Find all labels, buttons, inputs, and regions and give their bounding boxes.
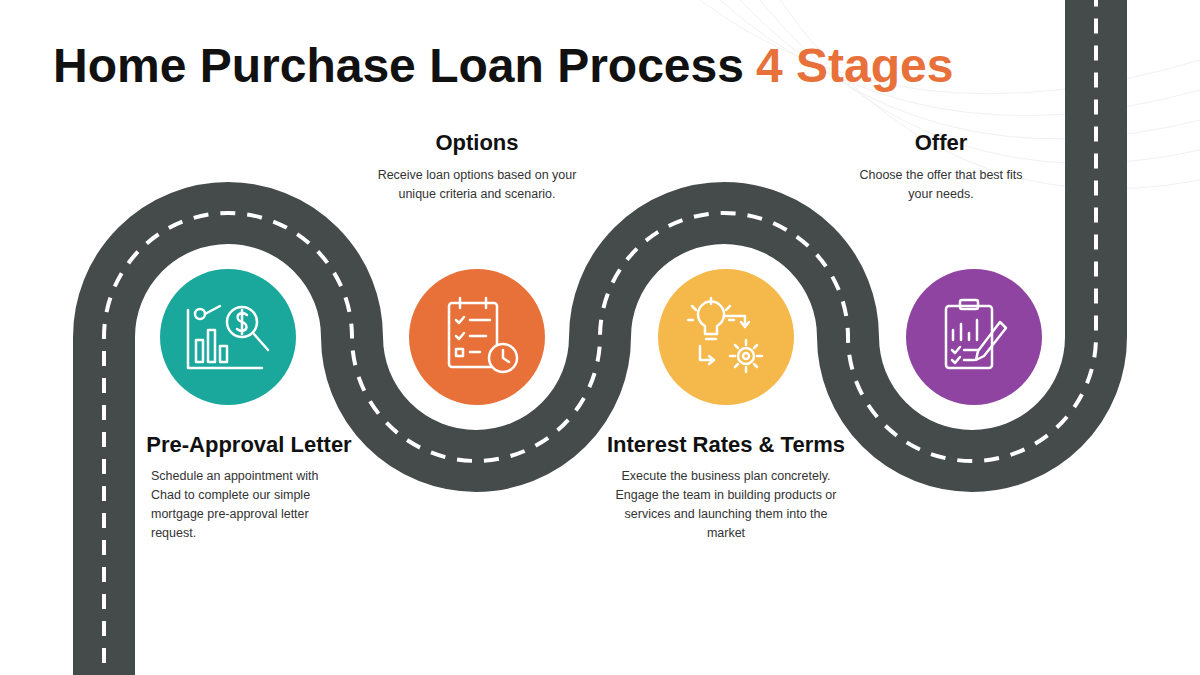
checklist-icon	[409, 269, 545, 405]
stage-description: Schedule an appointment with Chad to com…	[151, 467, 336, 543]
road-centerline	[104, 0, 1096, 675]
stage-description: Execute the business plan concretely. En…	[606, 467, 846, 543]
stage-node: Pre-Approval LetterSchedule an appointme…	[146, 432, 351, 543]
stage-description: Choose the offer that best fits your nee…	[856, 166, 1026, 204]
analysis-icon	[160, 269, 296, 405]
title-accent: 4 Stages	[756, 39, 953, 92]
stage-heading: Interest Rates & Terms	[607, 432, 845, 458]
stage-heading: Pre-Approval Letter	[146, 432, 351, 458]
stage-heading: Offer	[915, 130, 968, 156]
stage-node: Interest Rates & TermsExecute the busine…	[606, 432, 846, 543]
road	[104, 0, 1096, 675]
stage-node: OptionsReceive loan options based on you…	[370, 130, 585, 204]
stage-heading: Options	[435, 130, 518, 156]
stage-node: OfferChoose the offer that best fits you…	[856, 130, 1026, 204]
title-text: Home Purchase Loan Process	[53, 39, 744, 92]
stage-description: Receive loan options based on your uniqu…	[370, 166, 585, 204]
idea-icon	[658, 269, 794, 405]
title: Home Purchase Loan Process4 Stages	[53, 38, 953, 93]
report-icon	[906, 269, 1042, 405]
